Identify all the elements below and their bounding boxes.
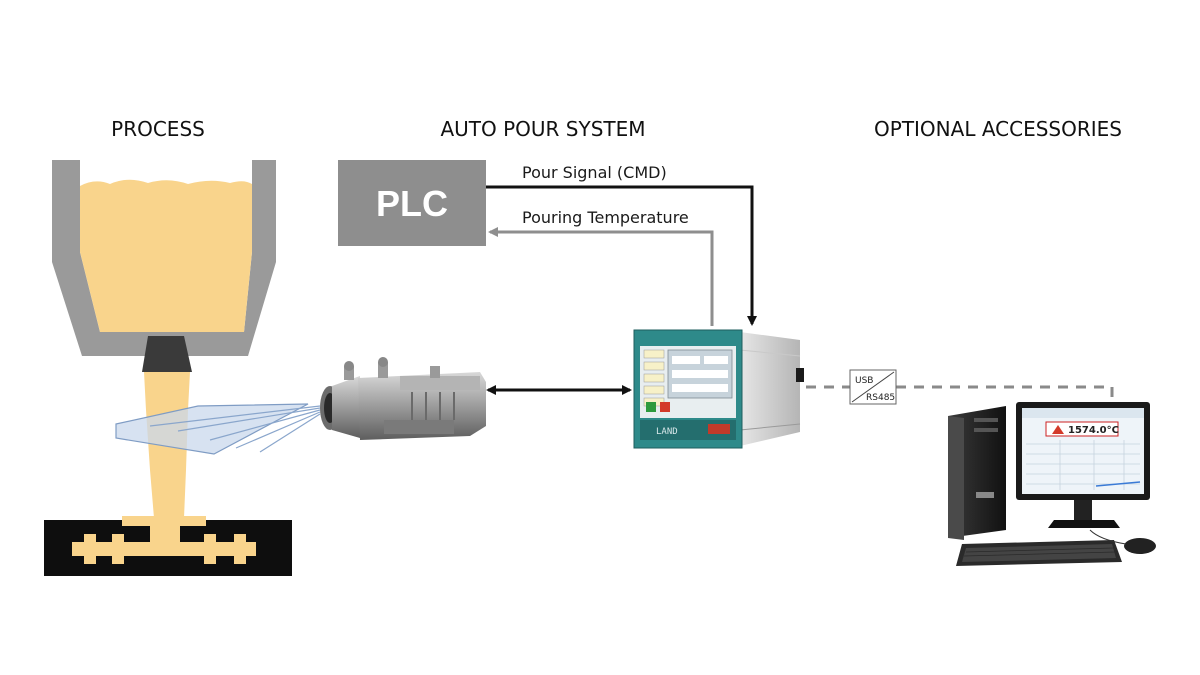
mouse xyxy=(1124,538,1156,554)
casting-mould xyxy=(44,516,292,576)
pc-monitor: 1574.0°C xyxy=(1016,402,1150,528)
pouring-temperature-line xyxy=(488,227,714,326)
controller-brand: LAND xyxy=(656,427,678,437)
rs485-label: RS485 xyxy=(866,393,895,403)
pc-tower xyxy=(948,406,1006,540)
molten-metal xyxy=(80,179,252,332)
section-title-auto-pour-system: AUTO POUR SYSTEM xyxy=(440,117,645,141)
pyrometer-camera xyxy=(320,357,486,440)
plc-label: PLC xyxy=(376,183,448,224)
ladle xyxy=(52,160,276,372)
ladle-nozzle xyxy=(142,336,192,372)
usb-rs485-converter: USB RS485 xyxy=(849,369,897,405)
usb-label: USB xyxy=(855,376,873,386)
pour-signal-label: Pour Signal (CMD) xyxy=(522,163,667,182)
plc-block: PLC xyxy=(338,160,486,246)
pour-signal-line xyxy=(486,185,757,326)
temperature-reading: 1574.0°C xyxy=(1068,425,1119,436)
usb-rs485-link xyxy=(806,385,1114,404)
keyboard xyxy=(956,540,1122,566)
mouse-cable xyxy=(1089,529,1127,545)
pouring-temperature-label: Pouring Temperature xyxy=(522,208,689,227)
measurement-plane xyxy=(115,403,309,455)
sight-rays xyxy=(149,405,321,453)
section-title-optional-accessories: OPTIONAL ACCESSORIES xyxy=(874,117,1122,141)
pour-controller-unit: LAND xyxy=(633,329,804,449)
section-title-process: PROCESS xyxy=(111,117,205,141)
